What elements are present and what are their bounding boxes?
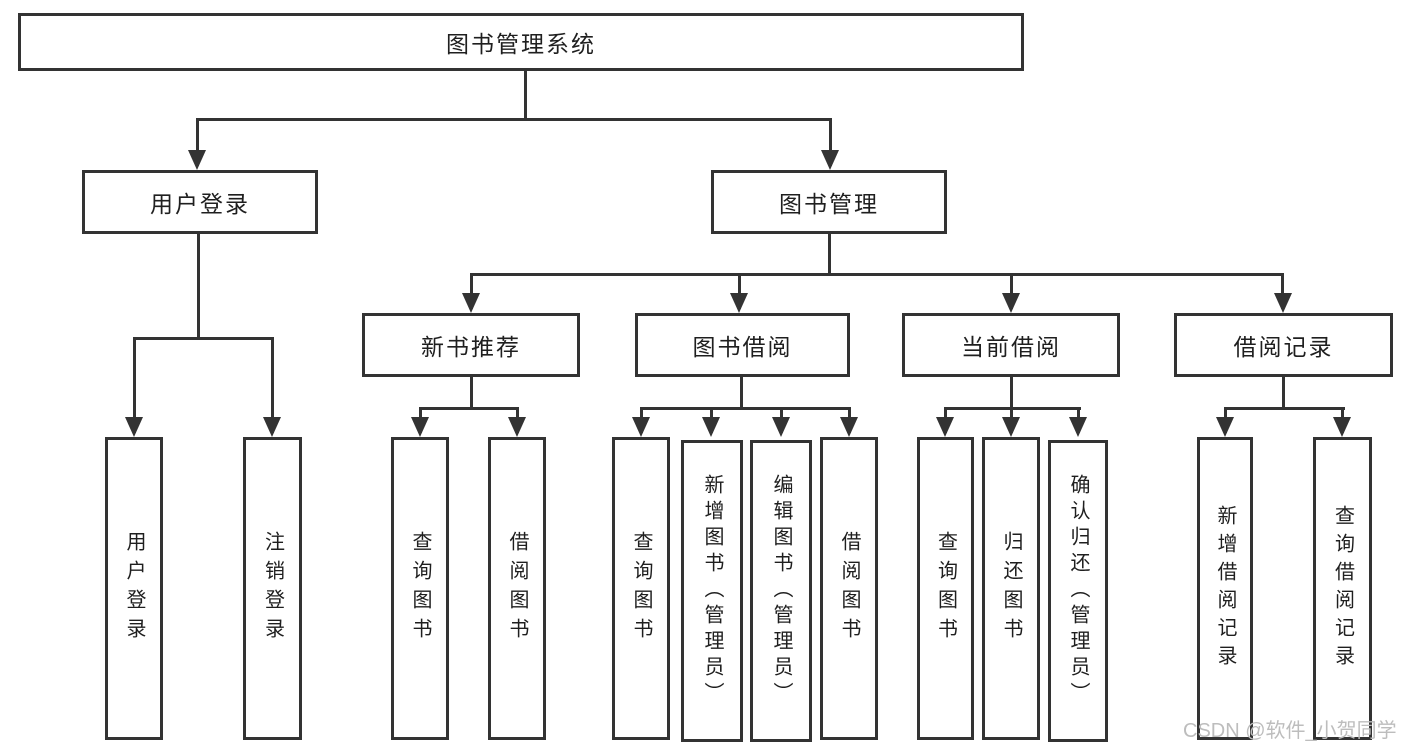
arrowhead-leaf-logout bbox=[263, 417, 281, 437]
edge-borrowrecords-rail bbox=[1224, 407, 1345, 410]
arrowhead-leaf-user-login bbox=[125, 417, 143, 437]
edge-root-stub bbox=[524, 70, 527, 121]
arrowhead-book-management bbox=[821, 150, 839, 170]
edge-bookmgmt-stem-3 bbox=[1010, 273, 1013, 309]
arrowhead-br-add bbox=[1216, 417, 1234, 437]
edge-bookmgmt-stub bbox=[828, 234, 831, 276]
edge-root-rail bbox=[196, 118, 832, 121]
leaf-borrow-query-books: 查询图书 bbox=[612, 437, 670, 740]
leaf-newbook-query-books: 查询图书 bbox=[391, 437, 449, 740]
node-user-login: 用户登录 bbox=[82, 170, 318, 234]
arrowhead-cb-query bbox=[936, 417, 954, 437]
leaf-borrow-add-books-admin: 新增图书（管理员） bbox=[681, 440, 743, 742]
edge-currentborrow-stub bbox=[1010, 377, 1013, 410]
arrowhead-bb-query bbox=[632, 417, 650, 437]
node-book-borrow: 图书借阅 bbox=[635, 313, 850, 377]
arrowhead-br-query bbox=[1333, 417, 1351, 437]
edge-newbook-stub bbox=[470, 377, 473, 410]
leaf-logout: 注销登录 bbox=[243, 437, 302, 740]
edge-bookmgmt-stem-4 bbox=[1281, 273, 1284, 309]
edge-bookborrow-rail bbox=[640, 407, 851, 410]
edge-userlogin-rail bbox=[133, 337, 274, 340]
node-current-borrow: 当前借阅 bbox=[902, 313, 1120, 377]
leaf-records-add-record: 新增借阅记录 bbox=[1197, 437, 1253, 740]
arrowhead-bb-edit bbox=[772, 417, 790, 437]
arrowhead-new-book bbox=[462, 293, 480, 313]
edge-bookborrow-stub bbox=[740, 377, 743, 410]
arrowhead-current-borrow bbox=[1002, 293, 1020, 313]
leaf-current-query-books: 查询图书 bbox=[917, 437, 974, 740]
edge-bookmgmt-rail bbox=[470, 273, 1284, 276]
edge-bookmgmt-stem-1 bbox=[470, 273, 473, 309]
arrowhead-cb-return bbox=[1002, 417, 1020, 437]
arrowhead-borrow-records bbox=[1274, 293, 1292, 313]
arrowhead-nb-query bbox=[411, 417, 429, 437]
arrowhead-user-login bbox=[188, 150, 206, 170]
leaf-current-return-books: 归还图书 bbox=[982, 437, 1040, 740]
arrowhead-nb-borrow bbox=[508, 417, 526, 437]
node-new-book-recommend: 新书推荐 bbox=[362, 313, 580, 377]
leaf-borrow-edit-books-admin: 编辑图书（管理员） bbox=[750, 440, 812, 742]
edge-root-stem-left bbox=[196, 118, 199, 166]
edge-borrowrecords-stub bbox=[1282, 377, 1285, 410]
csdn-watermark: CSDN @软件_小贺同学 bbox=[1183, 720, 1397, 742]
leaf-user-login: 用户登录 bbox=[105, 437, 163, 740]
leaf-newbook-borrow-books: 借阅图书 bbox=[488, 437, 546, 740]
edge-root-stem-right bbox=[829, 118, 832, 166]
leaf-borrow-borrow-books: 借阅图书 bbox=[820, 437, 878, 740]
edge-userlogin-stem-left bbox=[133, 337, 136, 433]
edge-newbook-rail bbox=[419, 407, 519, 410]
edge-userlogin-stem-right bbox=[271, 337, 274, 433]
node-borrow-records: 借阅记录 bbox=[1174, 313, 1393, 377]
arrowhead-cb-confirm bbox=[1069, 417, 1087, 437]
arrowhead-bb-borrow bbox=[840, 417, 858, 437]
leaf-records-query-record: 查询借阅记录 bbox=[1313, 437, 1372, 740]
node-book-management: 图书管理 bbox=[711, 170, 947, 234]
edge-userlogin-stub bbox=[197, 234, 200, 340]
node-library-system: 图书管理系统 bbox=[18, 13, 1024, 71]
leaf-current-confirm-return-admin: 确认归还（管理员） bbox=[1048, 440, 1108, 742]
arrowhead-book-borrow bbox=[730, 293, 748, 313]
edge-bookmgmt-stem-2 bbox=[738, 273, 741, 309]
arrowhead-bb-add bbox=[702, 417, 720, 437]
